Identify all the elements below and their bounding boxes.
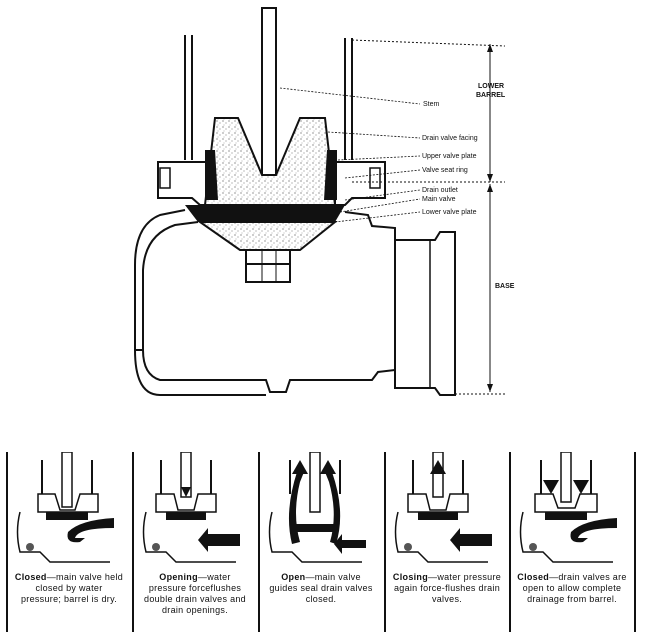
label-upper-valve-plate: Upper valve plate: [422, 153, 477, 160]
bolt: [369, 167, 381, 189]
barrel-walls: [184, 35, 353, 160]
open-illustration: [268, 452, 366, 563]
panel-opening: Opening—water pressure forceflushes doub…: [136, 452, 251, 632]
panel-divider: [634, 452, 636, 632]
panel-divider: [132, 452, 134, 632]
panel-divider: [258, 452, 260, 632]
caption-title: Open: [281, 572, 306, 582]
main-valve: [185, 205, 345, 222]
bolt: [159, 167, 171, 189]
panel-closed-drain: Closed—drain valves are open to allow co…: [513, 452, 628, 632]
label-lower-barrel-1: LOWER: [478, 83, 504, 90]
label-main-valve: Main valve: [422, 196, 456, 203]
label-lower-barrel-2: BARREL: [476, 92, 506, 99]
label-drain-outlet: Drain outlet: [422, 187, 458, 194]
caption-title: Opening: [159, 572, 198, 582]
label-lower-valve-plate: Lower valve plate: [422, 209, 477, 216]
panel-open: Open—main valve guides seal drain valves…: [262, 452, 377, 632]
leader-lines: [279, 87, 421, 223]
caption-closed-drain: Closed—drain valves are open to allow co…: [517, 572, 627, 605]
hydrant-cutaway-diagram: Stem Drain valve facing Upper valve plat…: [134, 7, 515, 396]
caption-opening: Opening—water pressure forceflushes doub…: [140, 572, 250, 616]
lower-valve-plate: [196, 221, 338, 251]
caption-closed-main: Closed—main valve held closed by water p…: [14, 572, 124, 605]
opening-illustration: [142, 452, 240, 563]
caption-title: Closed: [517, 572, 550, 582]
closed-main-illustration: [16, 452, 114, 563]
caption-title: Closing: [392, 572, 429, 582]
dimension-lines: [351, 39, 506, 395]
stem-nut-lower: [245, 263, 291, 283]
caption-text: —water pressure again force-flushes drai…: [393, 572, 502, 604]
caption-closing: Closing—water pressure again force-flush…: [392, 572, 502, 605]
inlet-flange: [394, 231, 456, 396]
stem: [261, 7, 277, 194]
panel-closing: Closing—water pressure again force-flush…: [388, 452, 503, 632]
label-stem: Stem: [423, 101, 440, 108]
label-drain-valve-facing: Drain valve facing: [422, 135, 478, 142]
panel-divider: [6, 452, 8, 632]
caption-text: —drain valves are open to allow complete…: [522, 572, 627, 604]
closing-illustration: [394, 452, 492, 563]
caption-text: —water pressure forceflushes double drai…: [144, 572, 246, 615]
panel-divider: [509, 452, 511, 632]
panel-closed-main: Closed—main valve held closed by water p…: [10, 452, 125, 632]
stem-nut: [245, 249, 291, 265]
caption-title: Closed: [14, 572, 47, 582]
caption-text: —main valve guides seal drain valves clo…: [269, 572, 373, 604]
caption-text: —main valve held closed by water pressur…: [20, 572, 124, 604]
caption-open: Open—main valve guides seal drain valves…: [266, 572, 376, 605]
panel-divider: [384, 452, 386, 632]
label-base: BASE: [495, 283, 515, 290]
label-valve-seat-ring: Valve seat ring: [422, 167, 468, 174]
closed-drain-illustration: [519, 452, 617, 563]
